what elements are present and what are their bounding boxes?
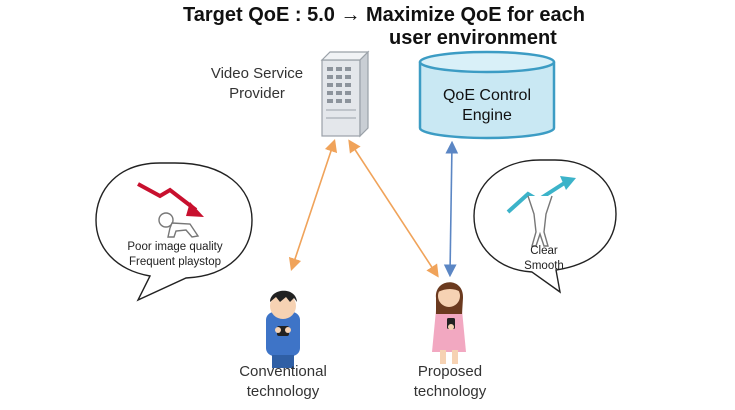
right-bubble-line-1: Clear (530, 245, 558, 257)
title-line-1: Target QoE : 5.0 → Maximize QoE for each (183, 4, 585, 26)
provider-label-line-2: Provider (229, 85, 285, 102)
arrow-provider-conventional (288, 138, 338, 272)
arrow-provider-proposed (348, 139, 439, 278)
proposed-label-line-2: technology (413, 383, 487, 400)
conventional-label-line-2: technology (246, 383, 320, 400)
qoe-engine-cylinder (418, 50, 556, 140)
provider-label: Video Service Provider (192, 64, 322, 104)
left-bubble-line-1: Poor image quality (127, 241, 223, 253)
conventional-label-line-1: Conventional (239, 363, 327, 380)
provider-label-line-1: Video Service (210, 65, 304, 82)
left-bubble-line-2: Frequent playstop (128, 256, 222, 268)
user-boy-icon (266, 290, 300, 368)
trend-down-icon (137, 182, 204, 217)
engine-label-line-2: Engine (462, 107, 512, 124)
diagram-title: Target QoE : 5.0 → Maximize QoE for each… (183, 4, 585, 50)
right-bubble-text: Clear Smooth (494, 244, 594, 274)
title-line-2: user environment (389, 27, 557, 49)
arrow-engine-proposed (443, 140, 459, 278)
server-icon (320, 50, 370, 138)
proposed-label-line-1: Proposed (417, 363, 483, 380)
engine-label-line-1: QoE Control (442, 87, 532, 104)
left-bubble-text: Poor image quality Frequent playstop (104, 240, 246, 270)
cheering-person-icon (527, 195, 553, 247)
proposed-label: Proposed technology (380, 362, 520, 402)
engine-label: QoE Control Engine (420, 86, 554, 126)
crawling-person-icon (158, 212, 200, 238)
user-girl-icon (432, 282, 466, 364)
right-bubble-line-2: Smooth (524, 260, 564, 272)
conventional-label: Conventional technology (208, 362, 358, 402)
